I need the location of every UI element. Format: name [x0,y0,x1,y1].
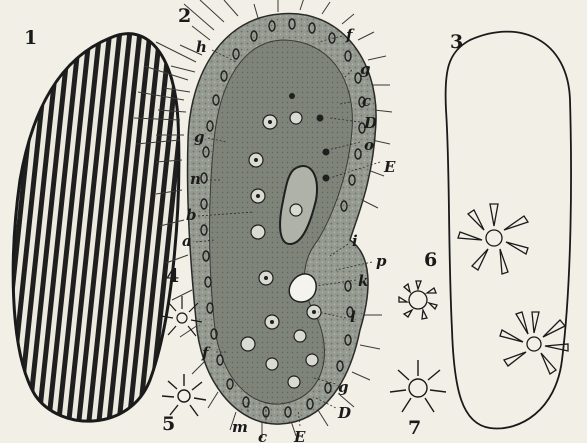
figure-2-number: 2 [178,5,191,27]
figure-6-number: 6 [424,249,437,271]
figure-7-vacuole [390,360,446,412]
figure-5-vacuole [162,374,206,416]
figure-7-number: 7 [408,417,421,439]
figure-4-number: 4 [166,265,179,287]
label-i: i [352,232,358,250]
figure-1-number: 1 [24,27,37,49]
figure-3-number: 3 [450,31,463,53]
label-g-left: g [194,128,205,146]
figure-3-vacuole-lower [500,312,568,374]
figure-1-body [13,34,179,421]
label-g-bottom: g [338,378,349,396]
label-g-top: g [360,60,371,78]
label-n: n [190,170,201,188]
label-k: k [358,272,368,290]
figure-3-outline [446,32,572,429]
label-l: l [350,308,356,326]
label-b: b [186,206,197,224]
label-E-bottom: E [293,428,306,443]
figure-3-vacuole-upper [458,204,528,274]
figure-6-vacuole [399,281,437,319]
label-o: o [364,136,374,154]
label-c-right: c [362,92,371,110]
label-E: E [383,158,396,176]
label-c-bottom: c [258,428,267,443]
label-D-bottom: D [337,404,351,422]
label-h: h [196,38,207,56]
label-f-top: f [345,26,355,44]
label-a: a [182,232,192,250]
label-D-right: D [363,114,377,132]
figure-2-body [187,14,376,425]
figure-5-number: 5 [162,413,175,435]
label-p: p [376,252,387,270]
label-m: m [232,418,248,436]
